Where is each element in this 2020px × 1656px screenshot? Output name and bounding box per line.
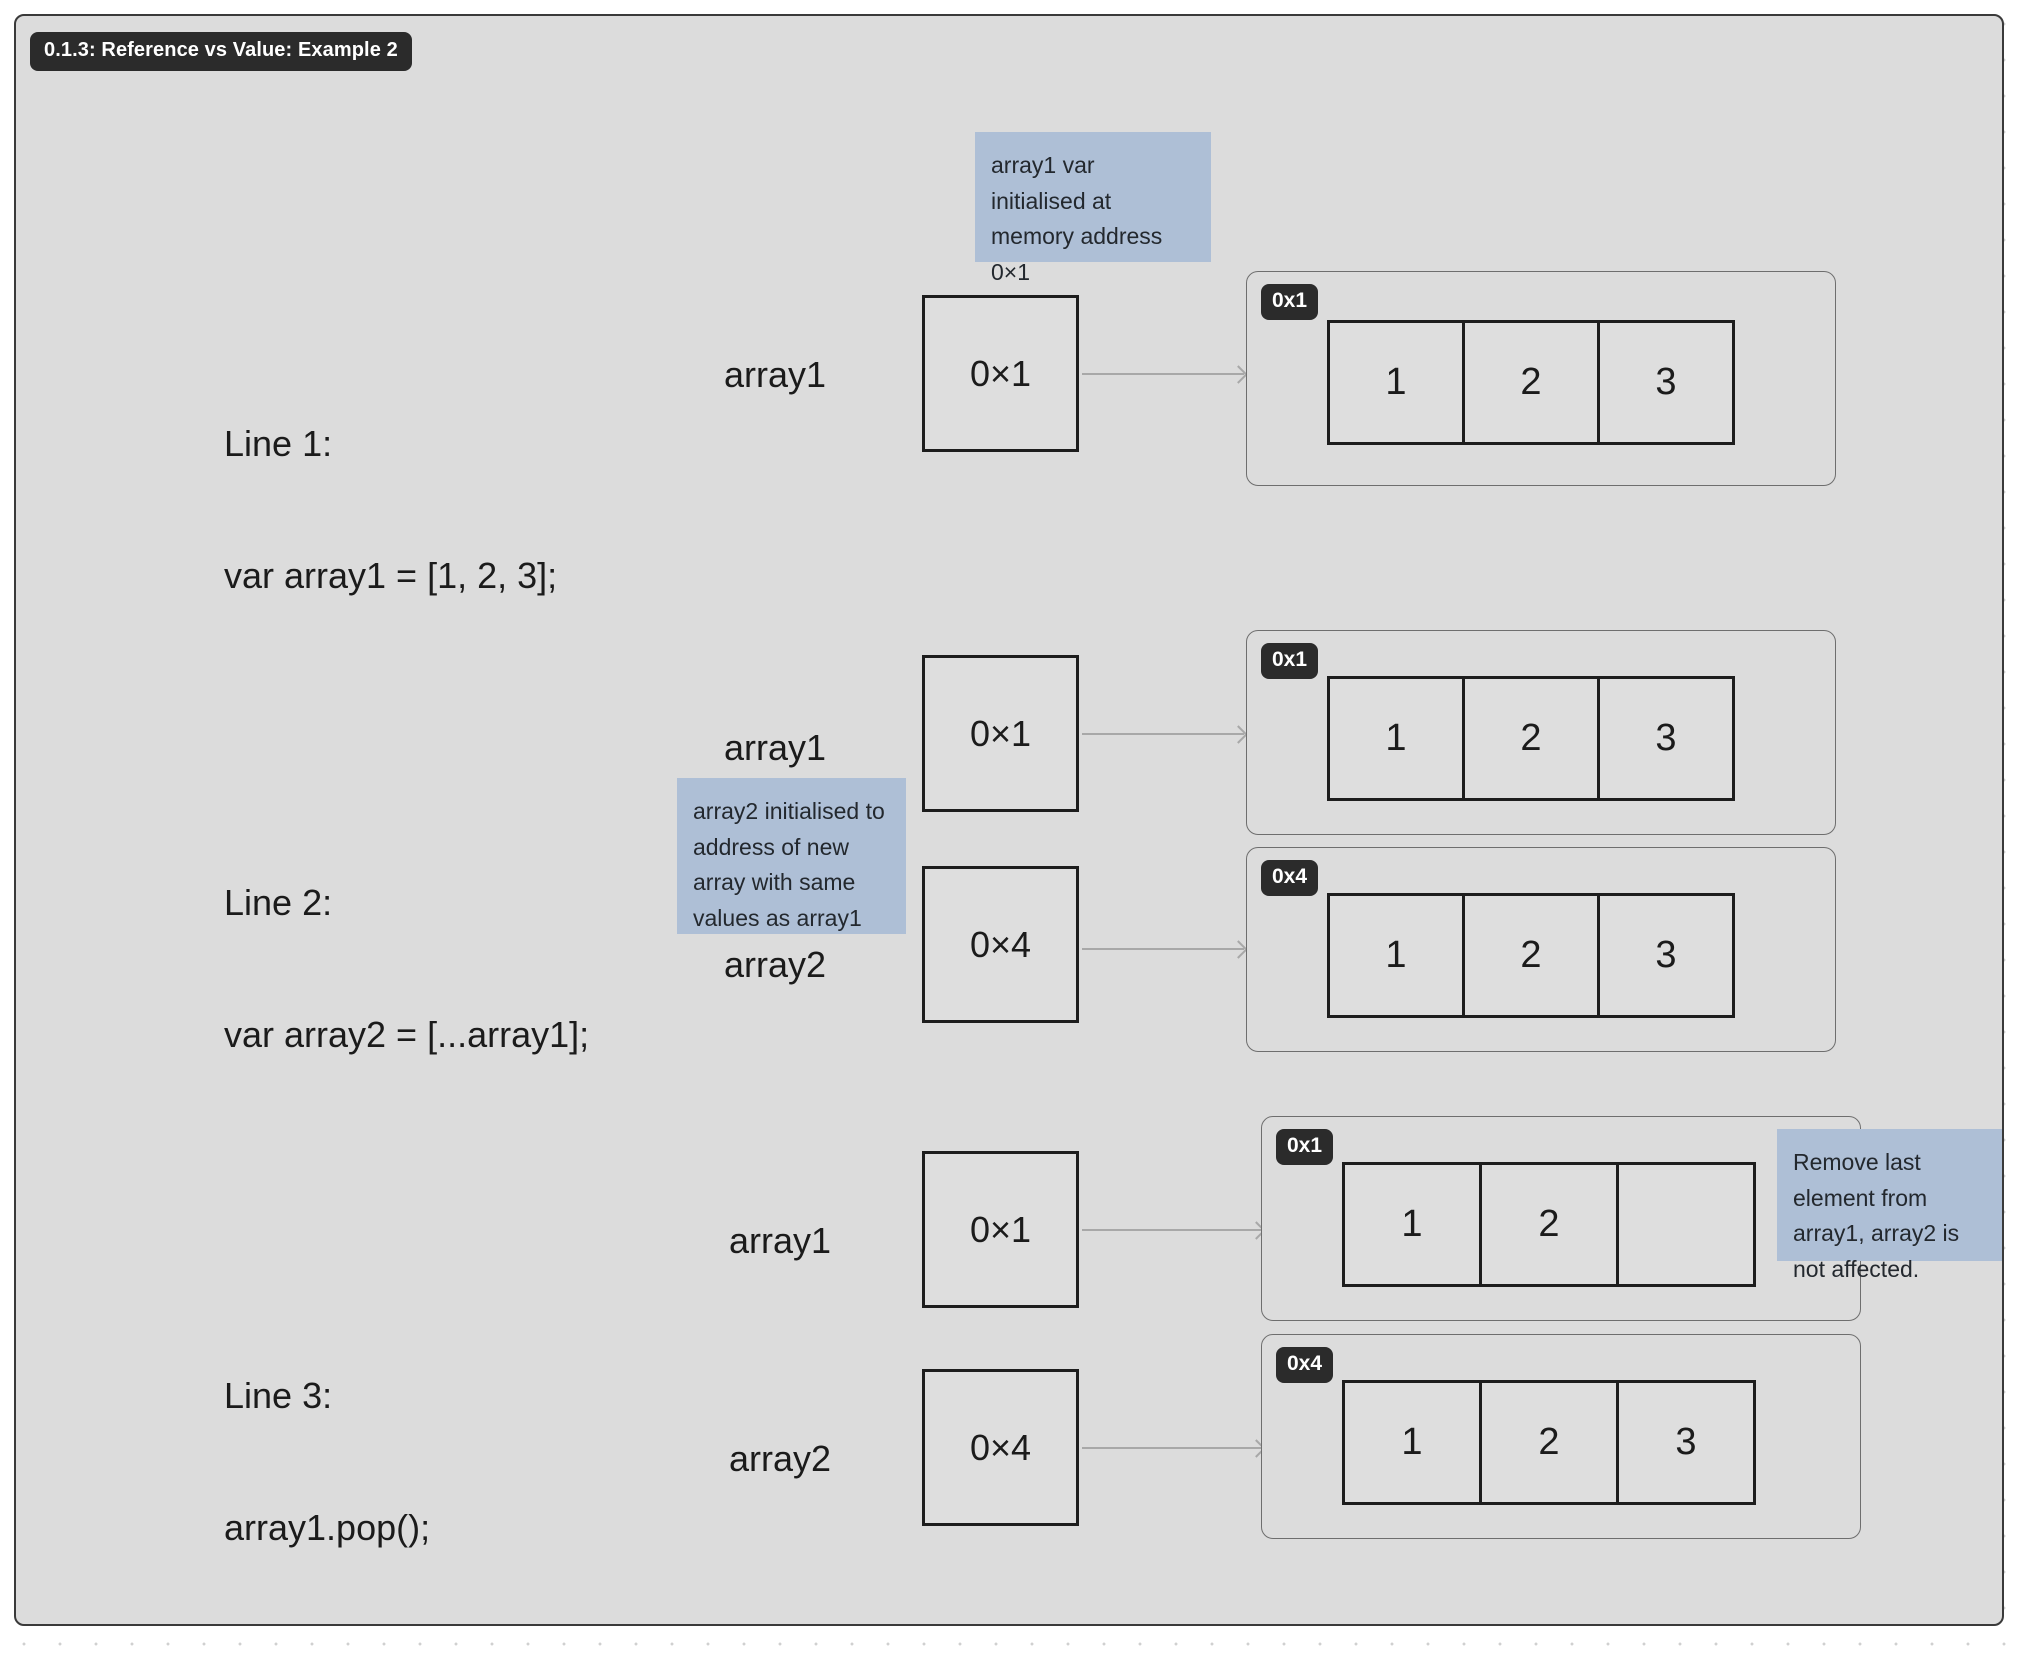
- line1-code-text: var array1 = [1, 2, 3];: [224, 554, 558, 596]
- array-cell: 2: [1479, 1380, 1619, 1505]
- line3-pointer-box-array1: 0×1: [922, 1151, 1079, 1308]
- line3-arrow-array2: [1082, 1447, 1262, 1449]
- line2-array-cells-array2: 1 2 3: [1327, 893, 1735, 1018]
- line1-pointer-box-array1: 0×1: [922, 295, 1079, 452]
- array-cell: 3: [1597, 893, 1735, 1018]
- line3-callout: Remove last element from array1, array2 …: [1777, 1129, 2002, 1282]
- line1-code: Line 1: var array1 = [1, 2, 3];: [224, 334, 557, 685]
- line3-code: Line 3: array1.pop();: [224, 1286, 431, 1624]
- line2-callout: array2 initialised to address of new arr…: [677, 778, 906, 934]
- line3-arrow-array1: [1082, 1229, 1262, 1231]
- line2-code: Line 2: var array2 = [...array1];: [224, 793, 589, 1144]
- diagram-title: 0.1.3: Reference vs Value: Example 2: [30, 32, 412, 71]
- array-cell: 1: [1342, 1380, 1482, 1505]
- line2-memory-badge-0x4: 0x4: [1261, 860, 1319, 896]
- line3-memory-container-0x4: 0x4 1 2 3: [1261, 1334, 1861, 1539]
- line1-var-label-array1: array1: [724, 354, 827, 395]
- array-cell: 2: [1479, 1162, 1619, 1287]
- line3-memory-badge-0x4: 0x4: [1276, 1347, 1334, 1383]
- line2-memory-container-0x4: 0x4 1 2 3: [1246, 847, 1836, 1052]
- array-cell-empty: [1616, 1162, 1756, 1287]
- line1-array-cells-array1: 1 2 3: [1327, 320, 1735, 445]
- array-cell: 3: [1597, 320, 1735, 445]
- line2-var-label-array1: array1: [724, 727, 827, 768]
- array-cell: 3: [1616, 1380, 1756, 1505]
- line3-array-cells-array1: 1 2: [1342, 1162, 1756, 1287]
- diagram-canvas: 0.1.3: Reference vs Value: Example 2 Lin…: [14, 14, 2004, 1626]
- array-cell: 1: [1342, 1162, 1482, 1287]
- line3-array-cells-array2: 1 2 3: [1342, 1380, 1756, 1505]
- array-cell: 3: [1597, 676, 1735, 801]
- line2-array-cells-array1: 1 2 3: [1327, 676, 1735, 801]
- line2-arrow-array1: [1082, 733, 1244, 735]
- array-cell: 1: [1327, 893, 1465, 1018]
- array-cell: 2: [1462, 676, 1600, 801]
- line3-memory-badge-0x1: 0x1: [1276, 1129, 1334, 1165]
- line1-callout: array1 var initialised at memory address…: [975, 132, 1211, 285]
- line2-code-label: Line 2:: [224, 881, 333, 923]
- line2-pointer-box-array2: 0×4: [922, 866, 1079, 1023]
- line3-code-text: array1.pop();: [224, 1506, 431, 1548]
- line3-var-label-array2: array2: [729, 1438, 832, 1479]
- line2-var-label-array2: array2: [724, 944, 827, 985]
- array-cell: 1: [1327, 676, 1465, 801]
- line1-arrow-array1: [1082, 373, 1244, 375]
- line3-var-label-array1: array1: [729, 1220, 832, 1261]
- array-cell: 1: [1327, 320, 1465, 445]
- line2-memory-container-0x1: 0x1 1 2 3: [1246, 630, 1836, 835]
- array-cell: 2: [1462, 893, 1600, 1018]
- line2-code-text: var array2 = [...array1];: [224, 1013, 590, 1055]
- line1-code-label: Line 1:: [224, 422, 333, 464]
- line1-memory-badge-0x1: 0x1: [1261, 284, 1319, 320]
- line3-pointer-box-array2: 0×4: [922, 1369, 1079, 1526]
- line1-memory-container-0x1: 0x1 1 2 3: [1246, 271, 1836, 486]
- line2-pointer-box-array1: 0×1: [922, 655, 1079, 812]
- line2-arrow-array2: [1082, 948, 1244, 950]
- line3-code-label: Line 3:: [224, 1374, 333, 1416]
- line2-memory-badge-0x1: 0x1: [1261, 643, 1319, 679]
- line3-memory-container-0x1: 0x1 1 2: [1261, 1116, 1861, 1321]
- array-cell: 2: [1462, 320, 1600, 445]
